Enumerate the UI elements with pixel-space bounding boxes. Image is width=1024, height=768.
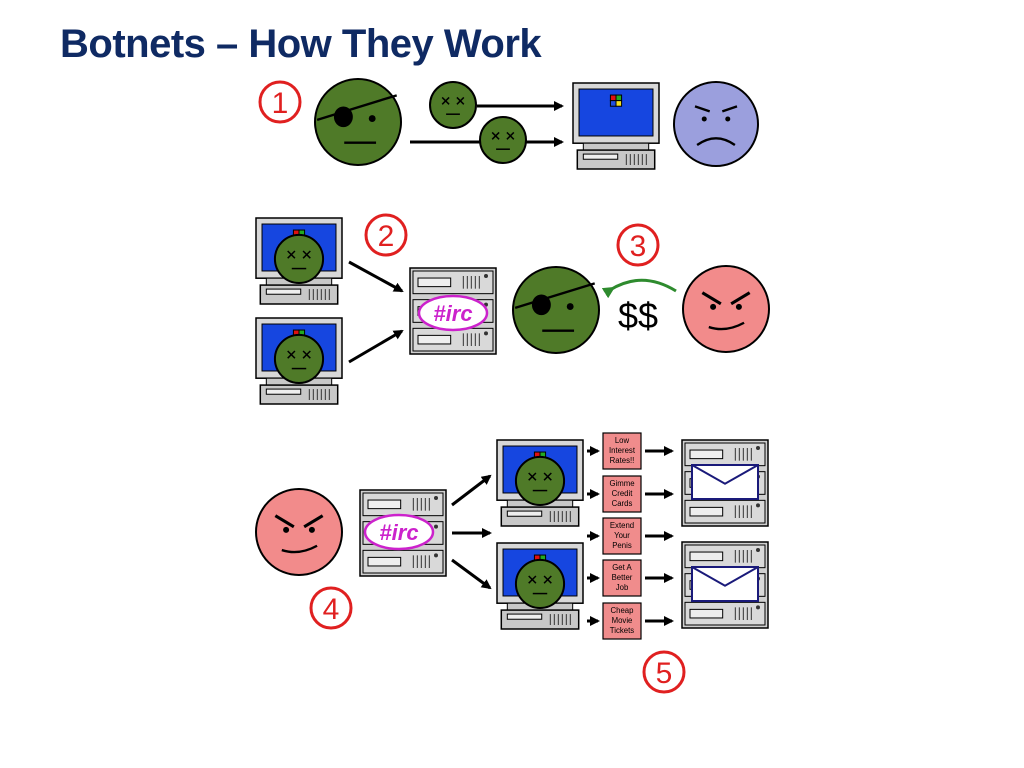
step-1-badge: 1: [258, 80, 302, 124]
bot-computer-icon: [496, 439, 584, 527]
spammer-angry-face-icon: [255, 488, 343, 576]
infected-computer-icon: [255, 217, 343, 305]
money-label: $$: [618, 295, 658, 336]
windows-logo-icon: [609, 94, 623, 107]
step-number: 2: [378, 220, 395, 253]
spam-message-line: Job: [616, 583, 629, 592]
envelope-icon: [691, 464, 759, 500]
bot-computer-icon: [496, 542, 584, 630]
envelope-icon: [691, 566, 759, 602]
victim-sad-face-icon: [673, 81, 759, 167]
zombie-face-icon: [514, 455, 566, 507]
spam-message-line: Cheap: [611, 606, 635, 615]
zombie-face-icon: [514, 558, 566, 610]
spammer-angry-face-icon: [682, 265, 770, 353]
spam-message-line: Cards: [612, 499, 633, 508]
step-number: 3: [630, 230, 647, 263]
step-number: 5: [656, 657, 673, 690]
botmaster-pirate-face-icon: [512, 266, 600, 354]
infected-computer-icon: [255, 317, 343, 405]
command-arrow: [451, 558, 492, 590]
spam-message-line: Extend: [610, 521, 634, 530]
bot-connect-arrow: [348, 260, 404, 293]
victim-computer-icon: [572, 82, 660, 170]
step-3-badge: 3: [616, 223, 660, 267]
irc-channel-badge: #irc: [363, 513, 435, 551]
spam-message-line: Low: [615, 436, 630, 445]
slide-title: Botnets – How They Work: [60, 22, 542, 66]
bot-connect-arrow: [348, 329, 404, 364]
command-arrow: [451, 474, 492, 507]
spam-message-line: Rates!!: [610, 456, 635, 465]
step-number: 4: [323, 593, 340, 626]
step-4-badge: 4: [309, 586, 353, 630]
worm-zombie-face-icon: [429, 81, 477, 129]
spam-message-line: Tickets: [610, 626, 635, 635]
worm-zombie-face-icon: [479, 116, 527, 164]
spam-message-line: Better: [612, 573, 633, 582]
spam-message-line: Penis: [612, 541, 632, 550]
irc-channel-label: #irc: [433, 301, 472, 326]
spam-message-line: Interest: [609, 446, 636, 455]
step-number: 1: [272, 87, 289, 120]
irc-channel-label: #irc: [379, 520, 418, 545]
spam-message-line: Credit: [612, 489, 634, 498]
spam-message-line: Your: [614, 531, 630, 540]
payment-arrow: [601, 278, 677, 299]
attacker-pirate-face-icon: [314, 78, 402, 166]
step-5-badge: 5: [642, 650, 686, 694]
zombie-face-icon: [273, 333, 325, 385]
zombie-face-icon: [273, 233, 325, 285]
spam-message-line: Gimme: [609, 479, 634, 488]
step-2-badge: 2: [364, 213, 408, 257]
irc-channel-badge: #irc: [417, 294, 489, 332]
spam-message-line: Get A: [612, 563, 632, 572]
spam-message-line: Movie: [612, 616, 633, 625]
